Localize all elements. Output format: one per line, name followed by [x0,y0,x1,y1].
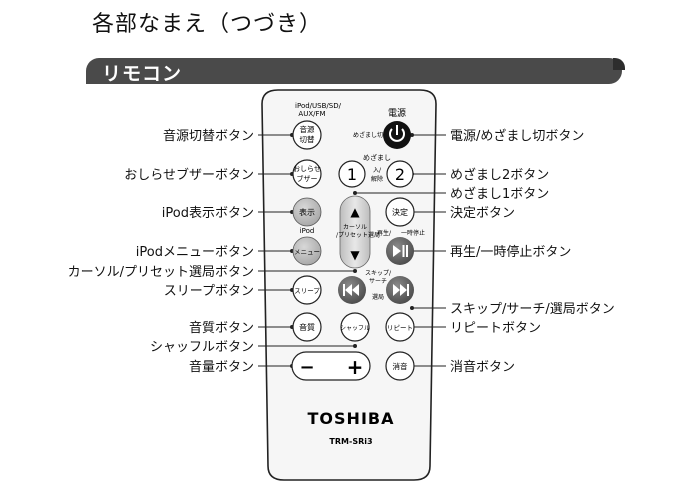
tuning-label: 選局 [372,293,384,301]
svg-text:音源: 音源 [300,124,315,134]
svg-text:ブザー: ブザー [297,174,318,183]
callout-skip: スキップ/サーチ/選局ボタン [450,302,615,317]
down-arrow-icon: ▼ [350,248,360,262]
up-arrow-icon: ▲ [350,205,360,219]
callout-alarm2: めざまし2ボタン [450,167,549,183]
callout-source-switch: 音源切替ボタン [163,128,254,144]
play-pause-button[interactable] [386,237,414,265]
play-pause-icon [393,245,408,257]
alarm-on-off-label-2: 解除 [371,175,383,183]
repeat-button[interactable]: リピート [385,312,415,342]
source-top-label: iPod/USB/SD/ [295,102,342,110]
callout-play-pause: 再生/一時停止ボタン [450,244,571,260]
svg-text:リピート: リピート [387,324,413,332]
svg-text:表示: 表示 [299,207,315,217]
svg-text:スリープ: スリープ [294,287,320,295]
notify-buzzer-button[interactable]: おしらせ ブザー [292,159,322,189]
alarm-off-label: めざまし切 [353,131,383,139]
callout-alarm1: めざまし1ボタン [450,186,549,202]
svg-text:2: 2 [395,165,405,184]
shuffle-button[interactable]: シャッフル [340,312,370,342]
svg-text:1: 1 [347,165,357,184]
left-leader-lines [258,134,355,367]
skip-label-1: スキップ/ [365,270,392,277]
skip-back-button[interactable] [338,276,366,304]
svg-text:切替: 切替 [300,134,315,144]
play-label-2: 一時停止 [401,229,425,237]
svg-text:消音: 消音 [393,361,408,371]
section-label: リモコン [102,63,183,85]
callout-cursor-preset: カーソル/プリセット選局ボタン [68,265,254,280]
svg-text:決定: 決定 [392,207,408,217]
callout-ipod-menu: iPodメニューボタン [136,245,254,260]
callout-notify-buzzer: おしらせブザーボタン [124,167,254,183]
cursor-label-2: /プリセット選局 [336,231,380,239]
tone-button[interactable]: 音質 [292,312,322,342]
callout-ipod-display: iPod表示ボタン [162,206,254,221]
power-button[interactable] [383,121,411,149]
svg-text:シャッフル: シャッフル [340,325,370,332]
callout-repeat: リピートボタン [450,321,541,336]
skip-forward-icon [393,284,409,296]
power-label: 電源 [388,108,406,119]
right-leader-lines [355,134,446,367]
callout-enter: 決定ボタン [450,206,515,221]
alarm1-button[interactable]: 1 [338,160,366,188]
power-icon [389,128,405,142]
page-title: 各部なまえ（つづき） [92,12,323,37]
alarm-on-off-label-1: 入/ [373,167,382,174]
volume-down-icon: − [299,357,314,378]
skip-label-2: サーチ [369,278,387,285]
mute-button[interactable]: 消音 [385,351,415,381]
svg-text:音質: 音質 [299,322,315,332]
skip-back-icon [343,284,359,296]
section-header: リモコン [86,58,625,85]
callout-shuffle: シャッフルボタン [150,340,254,355]
sleep-button[interactable]: スリープ [292,275,322,305]
callout-sleep: スリープボタン [164,284,254,299]
callout-tone: 音質ボタン [189,320,254,336]
callout-volume: 音量ボタン [189,359,254,375]
ipod-menu-button[interactable]: メニュー [292,236,322,266]
volume-rocker[interactable]: − + [291,351,371,381]
enter-button[interactable]: 決定 [385,197,415,227]
play-label-1: 再生/ [377,229,392,237]
ipod-label: iPod [300,227,315,235]
source-switch-button[interactable]: 音源 切替 [292,120,322,150]
ipod-display-button[interactable]: 表示 [292,197,322,227]
svg-text:おしらせ: おしらせ [293,165,321,173]
alarm-label: めざまし [363,153,391,162]
callout-power: 電源/めざまし切ボタン [450,128,584,144]
brand-logo: TOSHIBA [308,409,395,428]
alarm2-button[interactable]: 2 [386,160,414,188]
cursor-label-1: カーソル [343,224,367,231]
volume-up-icon: + [347,355,364,379]
source-bottom-label: AUX/FM [298,110,325,118]
cursor-preset-button[interactable]: ▲ ▼ [339,195,371,269]
skip-forward-button[interactable] [386,276,414,304]
callout-mute: 消音ボタン [450,359,515,375]
model-number: TRM-SRi3 [329,437,372,446]
svg-text:メニュー: メニュー [294,248,320,256]
